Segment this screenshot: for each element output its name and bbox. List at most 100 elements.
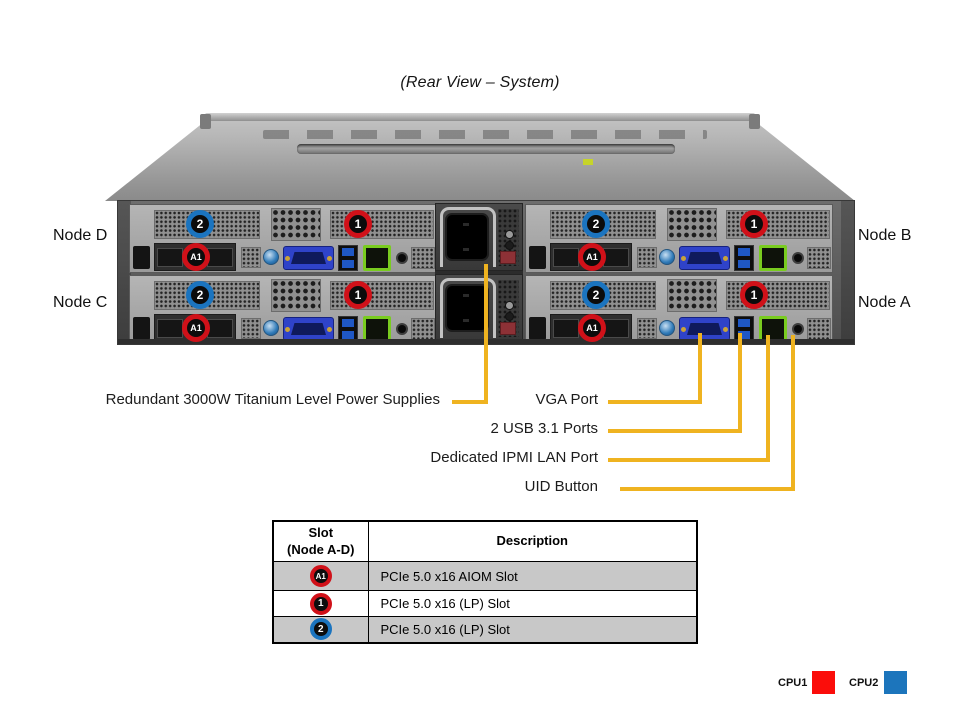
node-vent-grille-center bbox=[271, 279, 321, 312]
table-row-slot1: 1 PCIe 5.0 x16 (LP) Slot bbox=[272, 590, 698, 617]
cpu1-color-swatch bbox=[812, 671, 835, 694]
node-panel-d: 2 1 A1 bbox=[129, 204, 437, 273]
thumbscrew-icon bbox=[263, 320, 279, 336]
node-release-latch bbox=[133, 317, 150, 340]
psu-led bbox=[505, 301, 514, 310]
thumbscrew-icon bbox=[659, 249, 675, 265]
cpu1-legend-label: CPU1 bbox=[778, 677, 808, 689]
top-cover-sticker bbox=[583, 159, 593, 165]
power-supply-2 bbox=[435, 274, 523, 342]
server-chassis: 2 1 A1 2 1 A1 2 1 A1 bbox=[105, 113, 855, 345]
aiom-slot-badge: A1 bbox=[309, 565, 332, 587]
slot-header-line1: Slot bbox=[308, 525, 334, 541]
node-vent-grille-end bbox=[807, 318, 831, 340]
vga-connector bbox=[687, 252, 722, 264]
slot-header-line2: (Node A-D) bbox=[287, 541, 355, 557]
node-vent-grille-small bbox=[637, 247, 657, 268]
slot1-badge: 1 bbox=[344, 281, 372, 309]
node-vent-grille-small bbox=[241, 247, 261, 268]
thumbscrew-icon bbox=[263, 249, 279, 265]
node-release-latch bbox=[133, 246, 150, 269]
power-inlet-icon bbox=[445, 284, 489, 332]
usb-callout-line bbox=[608, 429, 742, 433]
aiom-slot-badge: A1 bbox=[182, 243, 210, 271]
cpu2-legend-label: CPU2 bbox=[849, 677, 879, 689]
node-release-latch bbox=[529, 317, 546, 340]
uid-callout-line bbox=[620, 487, 795, 491]
slot2-badge: 2 bbox=[582, 281, 610, 309]
aiom-port-2 bbox=[207, 248, 233, 267]
vga-port bbox=[283, 317, 334, 341]
aiom-slot-badge: A1 bbox=[578, 243, 606, 271]
psu-release-latch bbox=[500, 251, 516, 264]
ipmi-lan-port bbox=[363, 245, 391, 271]
aiom-slot-badge: A1 bbox=[578, 314, 606, 342]
usb-callout-line bbox=[738, 333, 742, 433]
psu-led bbox=[505, 241, 514, 250]
node-release-latch bbox=[529, 246, 546, 269]
node-panel-c: 2 1 A1 bbox=[129, 275, 437, 342]
psu-led bbox=[505, 230, 514, 239]
psu-callout-label: Redundant 3000W Titanium Level Power Sup… bbox=[105, 391, 440, 408]
power-inlet-icon bbox=[445, 213, 489, 261]
uid-button bbox=[398, 254, 406, 262]
usb-callout-label: 2 USB 3.1 Ports bbox=[490, 420, 598, 437]
aiom-slot-badge: A1 bbox=[182, 314, 210, 342]
top-cover-vents bbox=[263, 130, 707, 139]
figure-title: (Rear View – System) bbox=[400, 74, 560, 91]
table-row-aiom: A1 PCIe 5.0 x16 AIOM Slot bbox=[272, 561, 698, 591]
aiom-port-2 bbox=[207, 319, 233, 338]
slot-column-header: Slot (Node A-D) bbox=[272, 520, 369, 562]
usb-ports bbox=[338, 245, 358, 271]
node-d-label: Node D bbox=[53, 227, 108, 244]
node-vent-grille-center bbox=[667, 279, 717, 312]
table-row-slot2: 2 PCIe 5.0 x16 (LP) Slot bbox=[272, 616, 698, 643]
vga-callout-line bbox=[608, 400, 702, 404]
description-cell: PCIe 5.0 x16 AIOM Slot bbox=[367, 561, 698, 591]
uid-button bbox=[794, 254, 802, 262]
node-vent-grille-end bbox=[411, 247, 435, 269]
node-panel-a: 2 1 A1 bbox=[525, 275, 833, 342]
node-a-label: Node A bbox=[858, 294, 911, 311]
psu-release-latch bbox=[500, 322, 516, 335]
node-b-label: Node B bbox=[858, 227, 912, 244]
slot2-badge: 2 bbox=[582, 210, 610, 238]
psu-callout-line bbox=[484, 264, 488, 404]
vga-port bbox=[283, 246, 334, 270]
rear-lip-tab-right bbox=[749, 114, 760, 129]
vga-connector bbox=[291, 323, 326, 335]
node-vent-grille-end bbox=[807, 247, 831, 269]
rear-lip-tab-left bbox=[200, 114, 211, 129]
description-cell: PCIe 5.0 x16 (LP) Slot bbox=[367, 616, 698, 643]
node-vent-grille-small bbox=[637, 318, 657, 339]
vga-port bbox=[679, 317, 730, 341]
slot-cell: 1 bbox=[272, 590, 369, 617]
slot1-badge: 1 bbox=[740, 210, 768, 238]
node-vent-grille-center bbox=[667, 208, 717, 241]
slot-description-table: Slot (Node A-D) Description A1 PCIe 5.0 … bbox=[272, 520, 698, 644]
power-supply-1 bbox=[435, 203, 523, 271]
chassis-rear-lip bbox=[205, 113, 755, 121]
psu-wire-bale bbox=[440, 207, 496, 267]
chassis-top-cover bbox=[105, 118, 855, 201]
slot1-badge: 1 bbox=[309, 592, 332, 615]
slot-cell: A1 bbox=[272, 561, 369, 591]
thumbscrew-icon bbox=[659, 320, 675, 336]
uid-callout-line bbox=[791, 335, 795, 491]
vga-connector bbox=[687, 323, 722, 335]
top-cover-handle bbox=[297, 144, 675, 154]
psu-led bbox=[505, 312, 514, 321]
vga-connector bbox=[291, 252, 326, 264]
ipmi-callout-label: Dedicated IPMI LAN Port bbox=[430, 449, 598, 466]
uid-button bbox=[794, 325, 802, 333]
psu-callout-line bbox=[452, 400, 488, 404]
description-cell: PCIe 5.0 x16 (LP) Slot bbox=[367, 590, 698, 617]
slot2-badge: 2 bbox=[186, 210, 214, 238]
psu-wire-bale bbox=[440, 278, 496, 338]
aiom-port-1 bbox=[157, 248, 183, 267]
slot1-badge: 1 bbox=[740, 281, 768, 309]
power-supply-bay bbox=[435, 203, 523, 344]
chassis-ear-left bbox=[118, 201, 131, 344]
slot1-badge: 1 bbox=[344, 210, 372, 238]
